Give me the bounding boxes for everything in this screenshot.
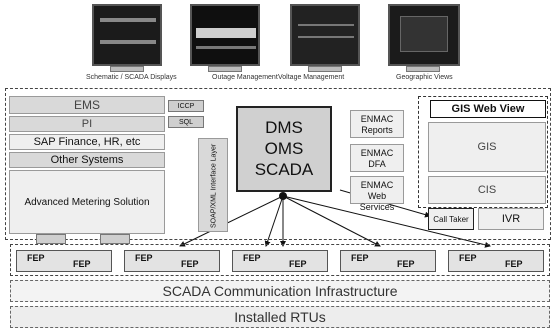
monitor-group [92, 4, 462, 90]
fep-unit-2: FEP FEP [124, 250, 220, 272]
ams-down-arrow-2 [100, 234, 130, 244]
monitor-outage [190, 4, 260, 66]
fep-label: FEP [289, 259, 307, 269]
monitor-geographic [388, 4, 460, 66]
soap-interface-label: SOAP/XML Interface Layer [210, 143, 218, 229]
monitor-voltage [290, 4, 360, 66]
monitor-outage-base [208, 66, 242, 72]
enmac-dfa-line1: ENMAC [360, 148, 394, 158]
sap-box: SAP Finance, HR, etc [9, 134, 165, 150]
fep-label: FEP [459, 253, 477, 263]
scada-comm-infrastructure: SCADA Communication Infrastructure [10, 280, 550, 302]
fep-unit-5: FEP FEP [448, 250, 544, 272]
gis-web-view-box: GIS Web View [430, 100, 546, 118]
gis-box: GIS [428, 122, 546, 172]
gis-web-view-region [418, 96, 548, 208]
core-dms-label: DMS [265, 118, 303, 137]
fep-unit-4: FEP FEP [340, 250, 436, 272]
soap-interface-layer: SOAP/XML Interface Layer [198, 138, 228, 232]
pi-box: PI [9, 116, 165, 132]
ivr-box: IVR [478, 208, 544, 230]
monitor-scada-base [110, 66, 144, 72]
enmac-web-services-box: ENMAC Web Services [350, 176, 404, 212]
monitor-caption-scada: Schematic / SCADA Displays [86, 74, 177, 81]
advanced-metering-box: Advanced Metering Solution [9, 170, 165, 234]
core-scada-label: SCADA [254, 160, 314, 179]
fep-unit-3: FEP FEP [232, 250, 328, 272]
fep-unit-1: FEP FEP [16, 250, 112, 272]
enmac-dfa-box: ENMAC DFA [350, 144, 404, 172]
enmac-reports-box: ENMAC Reports [350, 110, 404, 138]
other-systems-box: Other Systems [9, 152, 165, 168]
fep-label: FEP [397, 259, 415, 269]
monitor-geographic-base [406, 66, 440, 72]
fep-label: FEP [181, 259, 199, 269]
fep-label: FEP [135, 253, 153, 263]
system-boundary [5, 88, 551, 240]
installed-rtus: Installed RTUs [10, 306, 550, 328]
monitor-caption-outage: Outage Management [212, 74, 278, 81]
monitor-voltage-base [308, 66, 342, 72]
enmac-dfa-line2: DFA [368, 159, 386, 169]
enmac-web-services-line2: Web Services [359, 191, 395, 212]
enmac-web-services-line1: ENMAC [360, 180, 394, 190]
ams-down-arrow [36, 234, 66, 244]
sql-adapter: SQL [168, 116, 204, 128]
iccp-adapter: ICCP [168, 100, 204, 112]
monitor-caption-voltage: Voltage Management [278, 74, 345, 81]
fep-label: FEP [73, 259, 91, 269]
fep-label: FEP [505, 259, 523, 269]
cis-box: CIS [428, 176, 546, 204]
enmac-reports-line2: Reports [361, 125, 393, 135]
core-oms-label: OMS [264, 139, 304, 158]
enmac-reports-line1: ENMAC [360, 114, 394, 124]
fep-label: FEP [351, 253, 369, 263]
call-taker-box: Call Taker [428, 208, 474, 230]
core-box: DMS OMS SCADA [236, 106, 332, 192]
fep-row [10, 244, 550, 276]
ems-box: EMS [9, 96, 165, 114]
monitor-scada [92, 4, 162, 66]
fep-label: FEP [27, 253, 45, 263]
fep-label: FEP [243, 253, 261, 263]
monitor-caption-geographic: Geographic Views [396, 74, 453, 81]
